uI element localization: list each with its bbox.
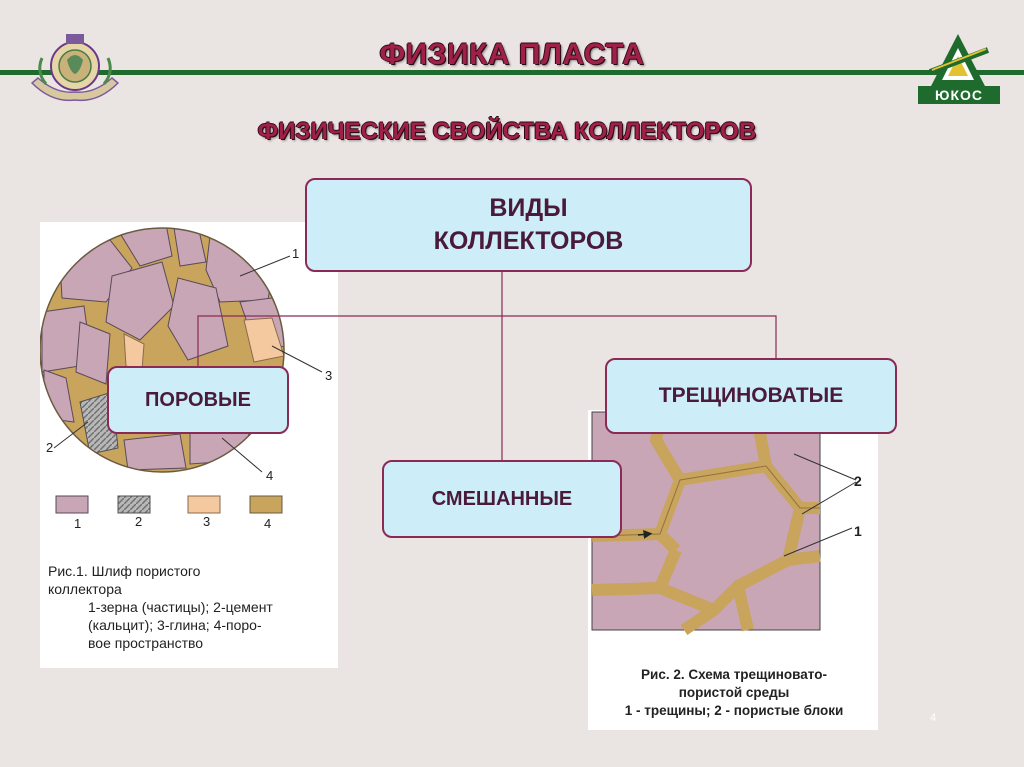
figure1-callout-3: 3 [325, 368, 332, 383]
porous-box: ПОРОВЫЕ [107, 366, 289, 434]
figure2-illustration: 2 1 [591, 410, 862, 635]
mixed-box: СМЕШАННЫЕ [382, 460, 622, 538]
fractured-box: ТРЕЩИНОВАТЫЕ [605, 358, 897, 434]
figure2-panel: 2 1 [588, 410, 878, 730]
legend-swatch-pore [249, 495, 283, 514]
university-emblem-icon [22, 28, 128, 108]
figure1-callout-4: 4 [266, 468, 273, 483]
header-rule [0, 70, 1024, 75]
legend-label-3: 3 [203, 514, 210, 529]
figure1-callout-1: 1 [292, 246, 299, 261]
figure2-caption-line: 1 - трещины; 2 - пористые блоки [624, 703, 844, 718]
collector-types-box: ВИДЫ КОЛЛЕКТОРОВ [305, 178, 752, 272]
yukos-logo: ЮКОС [918, 32, 1000, 104]
page-title: ФИЗИКА ПЛАСТА [379, 38, 645, 71]
figure2-callout-1: 1 [854, 523, 862, 539]
page-number: 4 [930, 712, 937, 724]
collector-types-line1: ВИДЫ [489, 194, 568, 222]
page-subtitle: ФИЗИЧЕСКИЕ СВОЙСТВА КОЛЛЕКТОРОВ [257, 118, 757, 145]
figure2-caption-line: Рис. 2. Схема трещиновато- [641, 667, 827, 682]
figure1-caption-line: 1-зерна (частицы); 2-цемент [88, 599, 273, 615]
figure1-caption-line: коллектора [48, 581, 122, 597]
figure1-callout-2: 2 [46, 440, 53, 455]
legend-swatch-cement [117, 495, 151, 514]
legend-swatch-grain [55, 495, 89, 514]
collector-types-line2: КОЛЛЕКТОРОВ [433, 227, 624, 255]
yukos-logo-text: ЮКОС [935, 87, 983, 103]
figure1-caption-line: вое пространство [88, 635, 204, 651]
legend-label-4: 4 [264, 516, 271, 531]
figure1-caption-line: Рис.1. Шлиф пористого [48, 563, 201, 579]
legend-swatch-clay [187, 495, 221, 514]
legend-label-2: 2 [135, 514, 142, 529]
legend-label-1: 1 [74, 516, 81, 531]
figure2-callout-2: 2 [854, 473, 862, 489]
figure1-caption-line: (кальцит); 3-глина; 4-поро- [88, 617, 262, 633]
figure2-caption-line: пористой среды [678, 685, 790, 700]
figure2-caption: Рис. 2. Схема трещиновато- пористой сред… [590, 666, 878, 720]
figure1-caption: Рис.1. Шлиф пористого коллектора 1-зерна… [48, 562, 338, 652]
